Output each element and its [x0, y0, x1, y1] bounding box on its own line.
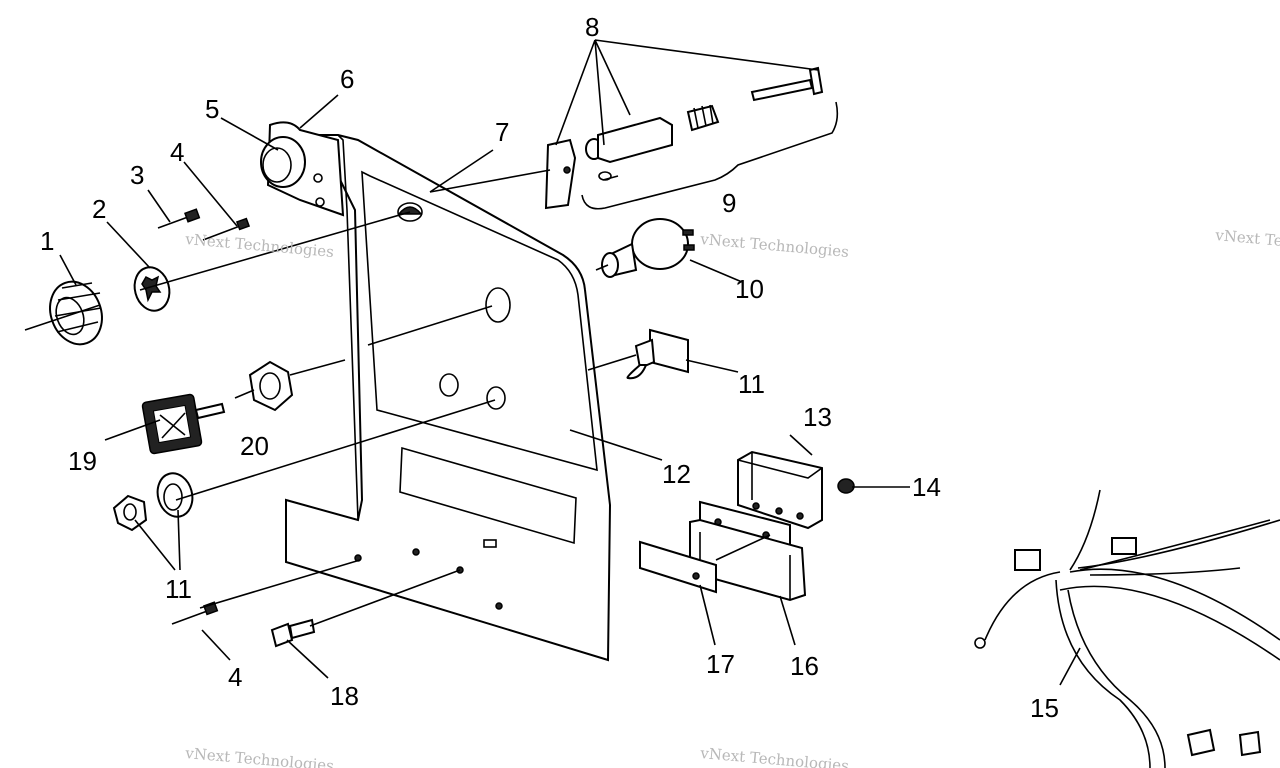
console-panel [285, 134, 612, 662]
terminal-block [639, 450, 855, 602]
callout-8: 8 [585, 12, 599, 42]
watermark-text: vNext Technologies [699, 744, 850, 768]
leader-lines [24, 39, 1081, 686]
callout-14: 14 [912, 472, 941, 502]
callout-13: 13 [803, 402, 832, 432]
mounting-bracket [260, 121, 345, 217]
latch-assembly [544, 66, 839, 210]
bolt [270, 618, 316, 648]
callout-7: 7 [495, 117, 509, 147]
watermark-text: vNext Technologies [184, 744, 335, 768]
nut-and-washer [112, 472, 194, 532]
callout-5: 5 [205, 94, 219, 124]
callout-2: 2 [92, 194, 106, 224]
lock-washer [133, 266, 171, 312]
callout-4: 4 [170, 137, 184, 167]
callout-10: 10 [735, 274, 764, 304]
callout-16: 16 [790, 651, 819, 681]
callout-18: 18 [330, 681, 359, 711]
callout-17: 17 [706, 649, 735, 679]
callout-1: 1 [40, 226, 54, 256]
callout-6: 6 [340, 64, 354, 94]
callout-labels: 1 2 3 4 5 6 7 8 9 10 11 12 13 14 15 16 1… [40, 12, 1059, 723]
callout-19: 19 [68, 446, 97, 476]
callout-12: 12 [662, 459, 691, 489]
callout-20: 20 [240, 431, 269, 461]
callout-15: 15 [1030, 693, 1059, 723]
callout-3: 3 [130, 160, 144, 190]
wiring-harness [974, 489, 1280, 768]
callout-11-switch: 11 [738, 369, 765, 399]
watermark-text: vNext Technologies [1214, 226, 1280, 257]
callout-4-lower: 4 [228, 662, 242, 692]
callout-9: 9 [722, 188, 736, 218]
toggle-switch [626, 328, 689, 380]
hex-nut [248, 360, 294, 412]
small-screws [157, 208, 251, 625]
watermark-text: vNext Technologies [699, 230, 850, 261]
callout-11-nut: 11 [165, 574, 192, 604]
ignition-switch [601, 218, 695, 278]
key-tag [141, 393, 226, 455]
